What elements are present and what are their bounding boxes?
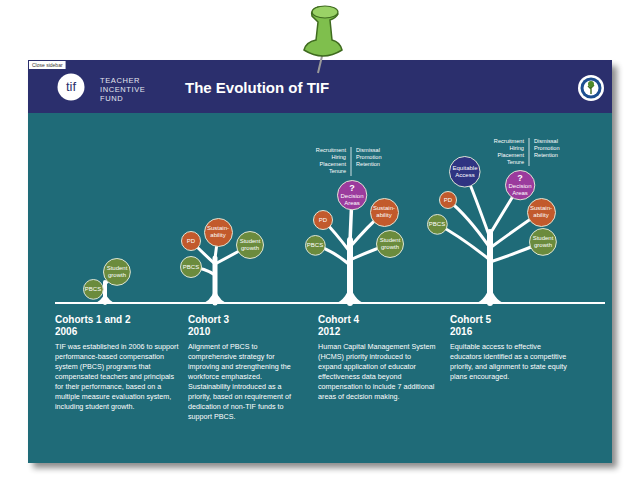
seal-ring <box>578 75 604 101</box>
push-pin <box>304 6 342 73</box>
seal-band <box>581 78 602 99</box>
pin-body <box>304 7 342 56</box>
base-line <box>55 302 605 304</box>
cohort-year: 2016 <box>450 326 472 338</box>
category-circle: Student growth <box>236 231 264 259</box>
circle-outline <box>440 192 457 209</box>
circle-outline <box>527 198 555 226</box>
button-outline <box>29 61 66 69</box>
area-list: Recruitment Hiring Placement Tenure <box>316 147 346 175</box>
category-circle: Sustain-ability <box>370 198 399 227</box>
cohort-description: TIF was established in 2006 to support p… <box>55 342 183 412</box>
category-circle: Student growth <box>376 230 404 258</box>
tree-branches <box>93 172 543 303</box>
circle-outline <box>337 180 366 209</box>
circle-label: Decision Areas <box>340 193 363 207</box>
category-circle: PD <box>439 191 457 209</box>
divider-line <box>351 147 352 176</box>
card-body <box>28 60 612 463</box>
circle-label: Sustain-ability <box>207 225 229 239</box>
category-circle: Student growth <box>529 228 557 256</box>
logo-circle: tif <box>57 73 85 101</box>
close-button: Close sidebar <box>29 61 66 69</box>
area-list: Dismissal Promotion Retention <box>356 147 382 168</box>
circle-label: Decision Areas <box>508 183 531 197</box>
category-circle: PBCS <box>305 235 326 256</box>
category-circle: PD <box>181 231 201 251</box>
circle-label: Sustain-ability <box>530 205 552 219</box>
circle-outline <box>181 257 202 278</box>
circle-outline <box>58 74 85 101</box>
logo-text: TEACHER INCENTIVE FUND <box>100 76 145 103</box>
category-circle: Sustain-ability <box>527 198 556 227</box>
category-circle: ?Decision Areas <box>505 170 535 200</box>
circle-outline <box>182 232 201 251</box>
cohort-description: Alignment of PBCS to comprehensive strat… <box>188 342 300 422</box>
circle-label: PBCS <box>183 264 199 271</box>
cohort-heading: Cohort 4 <box>318 314 359 326</box>
circle-label: PBCS <box>85 286 101 293</box>
circle-outline <box>237 232 264 259</box>
pin-cap <box>312 6 338 18</box>
circle-outline <box>450 157 481 188</box>
category-circle: Sustain-ability <box>204 218 233 247</box>
circle-label: Student growth <box>107 265 128 279</box>
circle-label: ? <box>349 183 355 193</box>
cohort-description: Human Capital Management System (HCMS) p… <box>318 342 436 402</box>
page-title: The Evolution of TIF <box>185 79 329 97</box>
category-circle: Equitable Access <box>449 156 481 188</box>
circle-label: PBCS <box>307 242 323 249</box>
area-list: Recruitment Hiring Placement Tenure <box>494 138 524 166</box>
cohort-heading: Cohort 5 <box>450 314 491 326</box>
circle-label: PD <box>187 238 195 245</box>
circle-outline <box>83 279 103 299</box>
category-circle: PBCS <box>83 279 104 300</box>
circle-label: PD <box>444 197 452 204</box>
category-circle: ?Decision Areas <box>337 180 367 210</box>
circle-outline <box>530 229 557 256</box>
circle-label: Student growth <box>240 238 261 252</box>
circle-outline <box>204 218 232 246</box>
circle-outline <box>314 211 333 230</box>
category-circle: PBCS <box>427 214 448 235</box>
tree-trunks <box>96 278 503 303</box>
circle-outline <box>370 198 398 226</box>
circle-outline <box>104 259 131 286</box>
circle-label: tif <box>66 80 76 95</box>
category-circle: PBCS <box>180 256 202 278</box>
cohort-description: Equitable access to effective educators … <box>450 342 570 382</box>
category-circle: PD <box>313 210 333 230</box>
seal-leaves <box>588 81 594 87</box>
circle-label: Student growth <box>380 237 401 251</box>
circle-label: Student growth <box>533 235 554 249</box>
category-circle: Student growth <box>103 258 131 286</box>
area-list: Dismissal Promotion Retention <box>534 138 560 159</box>
cohort-heading: Cohorts 1 and 2 <box>55 314 131 326</box>
circle-label: Equitable Access <box>452 165 477 179</box>
cohort-year: 2010 <box>188 326 210 338</box>
circle-label: Sustain-ability <box>373 205 395 219</box>
seal-center <box>584 81 599 96</box>
circle-outline <box>377 231 404 258</box>
cohort-year: 2006 <box>55 326 77 338</box>
circle-label: ? <box>517 173 523 183</box>
button-label: Close sidebar <box>32 62 63 68</box>
circle-label: PD <box>319 217 327 224</box>
cohort-heading: Cohort 3 <box>188 314 229 326</box>
circle-outline <box>305 235 325 255</box>
cohort-year: 2012 <box>318 326 340 338</box>
seal <box>578 75 604 101</box>
circle-outline <box>505 170 534 199</box>
circle-outline <box>427 214 447 234</box>
divider-line <box>529 138 530 166</box>
circle-label: PBCS <box>429 221 445 228</box>
